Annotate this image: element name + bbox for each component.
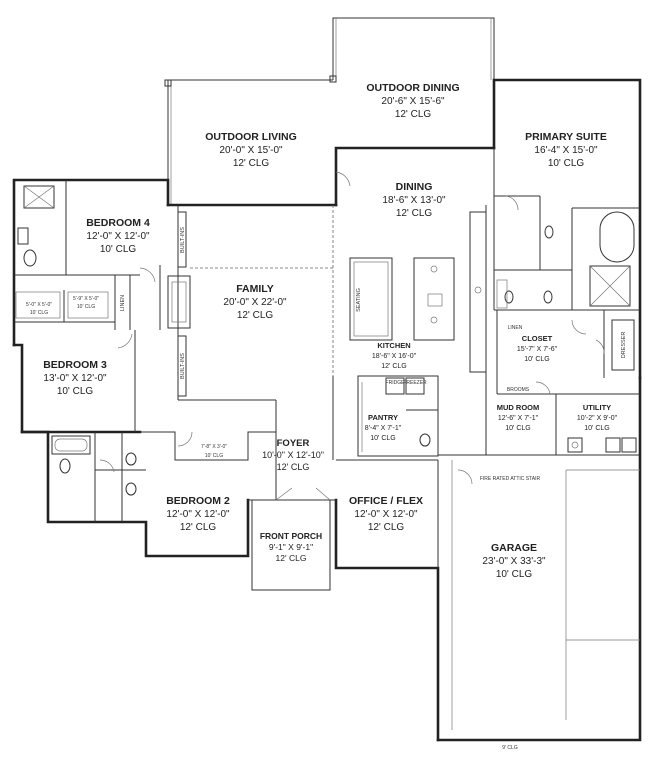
dresser-label: DRESSER [621, 332, 627, 359]
room-ceiling: 12' CLG [237, 310, 274, 321]
room-name: FOYER [277, 438, 310, 449]
room-ceiling: 12' CLG [180, 522, 217, 533]
room-ceiling: 12' CLG [233, 158, 270, 169]
room-ceiling: 10' CLG [584, 425, 609, 432]
room-name: FRONT PORCH [260, 531, 322, 541]
room-ceiling: 10' CLG [57, 386, 94, 397]
room-ceiling: 12' CLG [381, 363, 406, 370]
attic-stair-label: FIRE RATED ATTIC STAIR [480, 476, 541, 482]
room-ceiling: 10' CLG [205, 453, 223, 459]
room-name: BEDROOM 4 [86, 217, 150, 229]
room-bath-b: 5'-9" X 5'-0" 10' CLG [73, 296, 99, 310]
room-ceiling: 10' CLG [505, 425, 530, 432]
fridge-label: FRIDGE [386, 380, 406, 386]
room-name: CLOSET [522, 334, 553, 343]
room-dims: 16'-4" X 15'-0" [534, 145, 598, 156]
room-dims: 9'-1" X 9'-1" [269, 542, 313, 552]
interior-walls [14, 148, 640, 730]
room-ceiling: 10' CLG [77, 304, 95, 310]
room-garage: GARAGE 23'-0" X 33'-3" 10' CLG [482, 542, 546, 580]
room-ceiling: 10' CLG [524, 356, 549, 363]
room-dims: 13'-0" X 12'-0" [43, 373, 107, 384]
room-dims: 5'-9" X 5'-0" [73, 296, 99, 302]
fixtures [15, 185, 637, 496]
room-ceiling: 10' CLG [370, 435, 395, 442]
room-ceiling: 12' CLG [368, 522, 405, 533]
room-dims: 18'-6" X 13'-0" [382, 195, 446, 206]
room-dims: 8'-4" X 7'-1" [365, 425, 402, 432]
linen-label: LINEN [120, 295, 126, 311]
linen-label: LINEN [508, 325, 523, 331]
room-dims: 5'-0" X 5'-0" [26, 302, 52, 308]
room-dims: 23'-0" X 33'-3" [482, 556, 546, 567]
room-dims: 12'-6" X 7'-1" [498, 415, 539, 422]
room-name: FAMILY [236, 283, 274, 295]
room-dims: 20'-0" X 22'-0" [223, 297, 287, 308]
room-utility: UTILITY 10'-2" X 9'-0" 10' CLG [577, 403, 618, 432]
room-name: UTILITY [583, 403, 611, 412]
room-dims: 12'-0" X 12'-0" [354, 509, 418, 520]
room-dims: 7'-8" X 3'-0" [201, 444, 227, 450]
room-hall-closet: 7'-8" X 3'-0" 10' CLG [201, 444, 227, 459]
room-dims: 15'-7" X 7'-6" [517, 346, 558, 353]
room-dims: 18'-6" X 16'-0" [372, 353, 417, 360]
room-name: MUD ROOM [497, 403, 540, 412]
room-dining: DINING 18'-6" X 13'-0" 12' CLG [382, 181, 446, 219]
room-dims: 10'-2" X 9'-0" [577, 415, 618, 422]
room-bedroom-3: BEDROOM 3 13'-0" X 12'-0" 10' CLG [43, 359, 107, 397]
room-ceiling: 12' CLG [395, 109, 432, 120]
room-name: BEDROOM 2 [166, 495, 230, 507]
room-bath-a: 5'-0" X 5'-0" 10' CLG [26, 302, 52, 316]
room-foyer: FOYER 10'-0" X 12'-10" 12' CLG [262, 438, 324, 472]
room-dims: 12'-0" X 12'-0" [86, 231, 150, 242]
room-ceiling: 12' CLG [276, 553, 307, 563]
room-outdoor-living: OUTDOOR LIVING 20'-0" X 15'-0" 12' CLG [205, 131, 297, 169]
room-ceiling: 10' CLG [548, 158, 585, 169]
built-ins-label: BUILT-INS [180, 227, 186, 253]
room-name: KITCHEN [377, 341, 410, 350]
room-outdoor-dining: OUTDOOR DINING 20'-6" X 15'-6" 12' CLG [366, 82, 459, 120]
room-dims: 12'-0" X 12'-0" [166, 509, 230, 520]
outdoor-living-area [164, 79, 333, 205]
room-front-porch: FRONT PORCH 9'-1" X 9'-1" 12' CLG [260, 531, 322, 563]
doors [99, 171, 605, 501]
room-name: OUTDOOR DINING [366, 82, 459, 94]
room-mud-room: MUD ROOM 12'-6" X 7'-1" 10' CLG [497, 403, 540, 432]
room-pantry: PANTRY 8'-4" X 7'-1" 10' CLG [365, 413, 402, 442]
room-dims: 20'-6" X 15'-6" [381, 96, 445, 107]
room-ceiling: 10' CLG [496, 569, 533, 580]
room-closet: CLOSET 15'-7" X 7'-6" 10' CLG [517, 334, 558, 363]
room-ceiling: 10' CLG [100, 244, 137, 255]
room-name: GARAGE [491, 542, 537, 554]
room-primary-suite: PRIMARY SUITE 16'-4" X 15'-0" 10' CLG [525, 131, 607, 169]
room-ceiling: 10' CLG [30, 310, 48, 316]
room-name: BEDROOM 3 [43, 359, 107, 371]
room-name: OFFICE / FLEX [349, 495, 423, 507]
misc-labels: SEATING BUILT-INS BUILT-INS LINEN LINEN … [120, 227, 627, 751]
outdoor-dining-area [329, 17, 495, 83]
room-dims: 20'-0" X 15'-0" [219, 145, 283, 156]
room-office-flex: OFFICE / FLEX 12'-0" X 12'-0" 12' CLG [349, 495, 423, 533]
exterior-walls [12, 78, 642, 742]
room-name: OUTDOOR LIVING [205, 131, 297, 143]
room-ceiling: 12' CLG [396, 208, 433, 219]
room-ceiling: 12' CLG [277, 462, 310, 472]
room-bedroom-4: BEDROOM 4 12'-0" X 12'-0" 10' CLG [86, 217, 150, 255]
room-dims: 10'-0" X 12'-10" [262, 450, 324, 460]
seating-label: SEATING [356, 288, 362, 312]
brooms-label: BROOMS [507, 387, 530, 393]
room-family: FAMILY 20'-0" X 22'-0" 12' CLG [223, 283, 287, 321]
freezer-label: FREEZER [403, 380, 427, 386]
built-ins-label: BUILT-INS [180, 353, 186, 379]
room-kitchen: KITCHEN 18'-6" X 16'-0" 12' CLG [372, 341, 417, 370]
room-bedroom-2: BEDROOM 2 12'-0" X 12'-0" 12' CLG [166, 495, 230, 533]
garage-ceiling-note: 9' CLG [502, 745, 518, 751]
room-name: PRIMARY SUITE [525, 131, 607, 143]
room-name: DINING [396, 181, 433, 193]
room-name: PANTRY [368, 413, 398, 422]
